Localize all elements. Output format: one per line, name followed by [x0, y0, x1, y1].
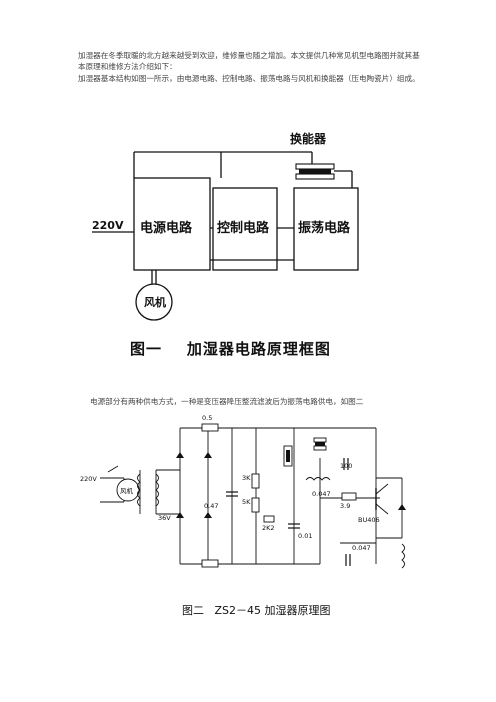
figure1-caption: 图一 加湿器电路原理框图	[130, 338, 331, 359]
schematic-transducer-top	[313, 437, 327, 443]
label-fan: 风机	[120, 486, 134, 495]
figure1-caption-title: 加湿器电路原理框图	[186, 340, 331, 358]
power-paragraph: 电源部分有两种供电方式，一种是变压器降压整流滤波后为振荡电路供电，如图二	[90, 396, 364, 406]
transformer-primary-coil	[137, 473, 141, 507]
intro-paragraph: 加湿器在冬季取暖的北方越来越受到欢迎，维修量也随之增加。本文提供几种常见机型电路…	[78, 50, 420, 71]
label-220v: 220V	[80, 475, 97, 483]
figure1-caption-number: 图一	[130, 340, 163, 358]
block-diagram-figure: 换能器 电源电路 控制电路 振荡电路 220V 风机	[76, 118, 376, 354]
label-3-9: 3.9	[340, 502, 350, 510]
schematic-transducer-mid	[315, 442, 325, 446]
figure2-caption-number: 图二	[182, 604, 204, 617]
oscillator-circuit-block	[293, 187, 359, 271]
power-circuit-block	[133, 177, 211, 271]
label-0-047b: 0.047	[352, 544, 371, 552]
schematic-diagram: 220V 风机 36V 0.5 0.47 3K 5K 2K2 0.047 3.9…	[80, 414, 406, 569]
transducer-plate-top	[295, 163, 335, 170]
output-coil	[401, 543, 405, 569]
transducer-plate-bottom	[295, 173, 335, 180]
label-5k: 5K	[242, 498, 251, 506]
input-voltage-label: 220V	[92, 219, 124, 232]
resistor-3-9	[341, 492, 357, 501]
label-0-047a: 0.047	[312, 490, 331, 498]
label-bu406: BU406	[358, 516, 380, 524]
control-switch-knob	[286, 450, 290, 462]
block-diagram: 换能器 电源电路 控制电路 振荡电路 220V 风机	[92, 131, 359, 321]
resistor-2k2	[263, 515, 275, 523]
power-circuit-label: 电源电路	[140, 220, 193, 236]
figure2-caption: 图二 ZS2－45 加湿器原理图	[182, 602, 331, 618]
transformer-secondary-coil	[155, 473, 159, 507]
resistor-5k	[251, 497, 260, 513]
figure2-caption-model: ZS2－45	[214, 604, 262, 617]
resistor-bottom	[201, 559, 219, 568]
figure2-caption-title: 加湿器原理图	[264, 604, 331, 617]
label-36v: 36V	[158, 514, 171, 522]
schematic-fan	[116, 478, 140, 502]
label-0-47: 0.47	[204, 502, 218, 510]
transducer-plate-mid	[299, 169, 331, 174]
label-0-01: 0.01	[298, 532, 312, 540]
label-2k2: 2K2	[262, 524, 275, 532]
schematic-figure: 220V 风机 36V 0.5 0.47 3K 5K 2K2 0.047 3.9…	[80, 398, 420, 620]
oscillator-coil	[305, 477, 331, 481]
schematic-transducer-bottom	[313, 445, 327, 451]
resistor-3k	[251, 473, 260, 489]
control-circuit-block	[212, 187, 278, 271]
control-circuit-label: 控制电路	[217, 220, 270, 236]
label-100: 100	[340, 462, 352, 470]
label-0-5: 0.5	[202, 414, 212, 422]
fan-label: 风机	[144, 295, 166, 309]
fan-symbol	[135, 283, 173, 321]
label-3k: 3K	[242, 474, 251, 482]
oscillator-circuit-label: 振荡电路	[298, 220, 351, 236]
transducer-label: 换能器	[290, 131, 327, 146]
structure-paragraph: 加湿器基本结构如图一所示，由电源电路、控制电路、振荡电路与风机和换能器（压电陶瓷…	[78, 73, 420, 83]
resistor-0-5	[201, 423, 219, 432]
